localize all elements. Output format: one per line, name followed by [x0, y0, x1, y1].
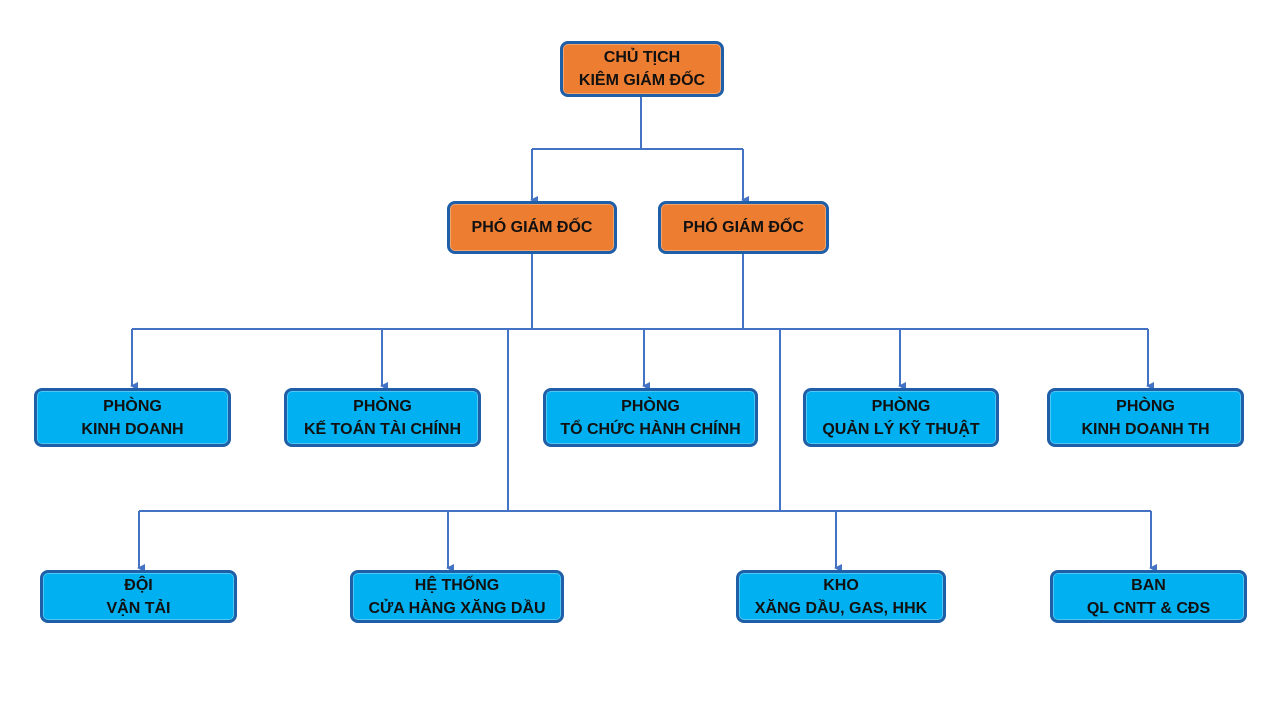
node-dept-kinh-doanh-th-line2: KINH DOANH TH — [1081, 420, 1210, 438]
node-dept-kinh-doanh-line1: PHÒNG — [103, 397, 162, 415]
node-dept-kinh-doanh-th-line1: PHÒNG — [1116, 397, 1175, 415]
node-unit-doi-van-tai: ĐỘI VẬN TẢI — [40, 570, 237, 623]
node-dept-kinh-doanh: PHÒNG KINH DOANH — [34, 388, 231, 447]
node-unit-doi-van-tai-line2: VẬN TẢI — [106, 599, 171, 617]
node-dept-ke-toan: PHÒNG KẾ TOÁN TÀI CHÍNH — [284, 388, 481, 447]
node-vice-director-2: PHÓ GIÁM ĐỐC — [658, 201, 829, 254]
node-unit-ban: BAN QL CNTT & CĐS — [1050, 570, 1247, 623]
node-chairman-line2: KIÊM GIÁM ĐỐC — [578, 72, 706, 89]
node-unit-kho: KHO XĂNG DẦU, GAS, HHK — [736, 570, 946, 623]
node-chairman-line1: CHỦ TỊCH — [603, 49, 681, 66]
node-unit-ban-line1: BAN — [1131, 576, 1166, 594]
node-dept-to-chuc-line2: TỔ CHỨC HÀNH CHÍNH — [560, 420, 741, 438]
node-vice-director-2-line1: PHÓ GIÁM ĐỐC — [683, 219, 804, 236]
node-chairman: CHỦ TỊCH KIÊM GIÁM ĐỐC — [560, 41, 724, 97]
node-dept-kinh-doanh-th: PHÒNG KINH DOANH TH — [1047, 388, 1244, 447]
node-dept-kinh-doanh-line2: KINH DOANH — [81, 420, 184, 438]
node-dept-to-chuc-line1: PHÒNG — [621, 397, 680, 415]
node-dept-to-chuc: PHÒNG TỔ CHỨC HÀNH CHÍNH — [543, 388, 758, 447]
node-dept-ke-toan-line2: KẾ TOÁN TÀI CHÍNH — [303, 420, 462, 438]
node-unit-ban-line2: QL CNTT & CĐS — [1086, 599, 1211, 617]
node-dept-quan-ly-line2: QUẢN LÝ KỸ THUẬT — [822, 420, 980, 438]
node-unit-kho-line1: KHO — [823, 576, 859, 594]
node-dept-quan-ly: PHÒNG QUẢN LÝ KỸ THUẬT — [803, 388, 999, 447]
node-unit-doi-van-tai-line1: ĐỘI — [124, 576, 153, 594]
node-vice-director-1: PHÓ GIÁM ĐỐC — [447, 201, 617, 254]
node-unit-he-thong: HỆ THỐNG CỬA HÀNG XĂNG DẦU — [350, 570, 564, 623]
node-vice-director-1-line1: PHÓ GIÁM ĐỐC — [471, 219, 593, 236]
node-unit-he-thong-line2: CỬA HÀNG XĂNG DẦU — [368, 599, 546, 617]
node-dept-quan-ly-line1: PHÒNG — [871, 397, 931, 415]
node-dept-ke-toan-line1: PHÒNG — [353, 397, 412, 415]
node-unit-he-thong-line1: HỆ THỐNG — [414, 576, 500, 594]
node-unit-kho-line2: XĂNG DẦU, GAS, HHK — [754, 599, 928, 617]
